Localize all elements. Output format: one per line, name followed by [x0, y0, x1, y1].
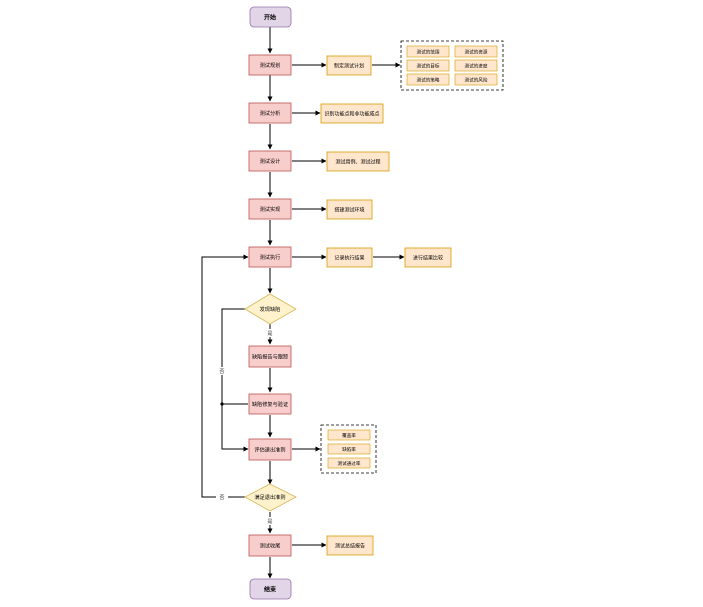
edge-decision1-no [221, 308, 249, 452]
step-analysis-label: 测试分析 [260, 109, 281, 117]
output-compare-label: 进行结果比较 [413, 255, 443, 262]
step-evaluate [248, 438, 292, 461]
output-design [326, 151, 390, 172]
step-defect-fix [248, 393, 292, 415]
output-analysis-label: 识别功能点和非功能威点 [324, 111, 379, 118]
start-node [249, 6, 292, 28]
end-node [249, 578, 292, 600]
step-design-label: 测试设计 [260, 157, 281, 165]
plan-details-group: 测试的范围 测试的资源 测试的目标 测试的进度 测试的策略 测试的风险 [400, 40, 504, 91]
step-implement-label: 测试实现 [260, 205, 281, 213]
output-execute-label: 记录执行结果 [334, 255, 364, 262]
eval-detail [327, 443, 371, 455]
output-design-label: 测试用例、测试过程 [335, 159, 380, 166]
output-execute [326, 247, 373, 268]
step-defect-fix-label: 缺陷修复与验证 [252, 400, 288, 408]
start-label: 开始 [264, 14, 276, 22]
plan-detail-label: 测试的风险 [465, 77, 488, 84]
step-defect-report-label: 缺陷报告与跟踪 [252, 353, 289, 361]
plan-detail-label: 测试的策略 [417, 77, 440, 84]
output-compare [404, 247, 452, 268]
junction-dot [220, 402, 224, 406]
plan-detail [406, 73, 450, 86]
step-implement [248, 198, 292, 220]
step-evaluate-label: 评估退出准则 [254, 446, 285, 454]
eval-detail [327, 429, 371, 441]
step-design [248, 150, 292, 172]
output-plan-label: 制定测试计划 [334, 63, 364, 70]
step-execute-label: 测试执行 [260, 253, 281, 261]
plan-detail [406, 45, 450, 58]
eval-detail-label: 缺陷率 [342, 446, 356, 453]
decision-found-defect [244, 293, 297, 325]
end-label: 结束 [264, 586, 277, 594]
plan-detail-label: 测试的目标 [417, 63, 440, 70]
plan-detail [454, 45, 498, 58]
plan-detail-label: 测试的进度 [465, 63, 488, 70]
step-plan-label: 测试规划 [260, 61, 281, 69]
eval-detail-label: 覆盖率 [342, 432, 356, 439]
plan-detail-label: 测试的范围 [417, 49, 440, 56]
output-close [326, 535, 374, 556]
plan-detail [454, 73, 498, 86]
output-implement [326, 199, 373, 220]
step-execute [248, 246, 292, 268]
decision-found-defect-label: 发现缺陷 [260, 305, 281, 313]
step-defect-report [248, 345, 292, 368]
output-implement-label: 搭建测试环境 [334, 207, 364, 214]
output-close-label: 测试总结报告 [335, 543, 365, 550]
edge-decision2-no-loop [201, 254, 249, 498]
step-close [248, 534, 292, 557]
eval-detail [327, 457, 371, 469]
edge-label-no-2: 否 [219, 495, 224, 501]
eval-details-group: 覆盖率 缺陷率 测试通过率 [320, 424, 377, 474]
step-plan [248, 54, 292, 76]
decision-meet-exit-label: 满足退出准则 [254, 493, 285, 501]
plan-detail [406, 59, 450, 72]
output-plan [326, 55, 372, 76]
step-analysis [248, 102, 292, 124]
step-close-label: 测试收尾 [260, 542, 281, 550]
plan-detail-label: 测试的资源 [465, 49, 488, 56]
eval-detail-label: 测试通过率 [338, 460, 361, 467]
edge-label-no-1: 否 [219, 369, 224, 375]
edge-label-yes-2: 是 [267, 519, 272, 525]
decision-meet-exit [244, 483, 297, 512]
output-analysis [320, 103, 384, 124]
plan-detail [454, 59, 498, 72]
edge-label-yes-1: 是 [267, 331, 272, 337]
